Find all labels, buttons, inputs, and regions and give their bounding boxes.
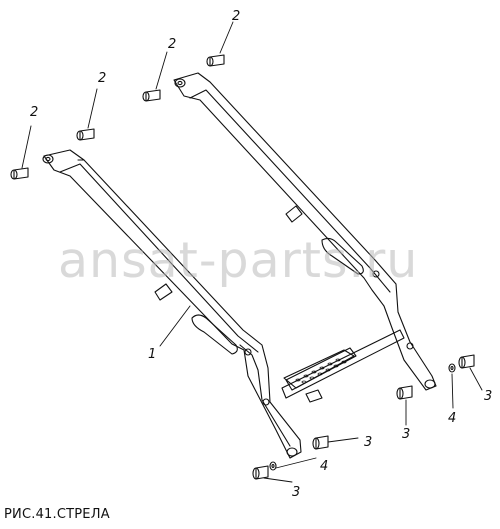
bushing-2-left-a (10, 167, 29, 180)
leader-lines (21, 21, 483, 483)
callout-2-right-b: 2 (232, 9, 240, 24)
callout-4-left-bottom: 4 (320, 459, 328, 474)
step-plate (283, 349, 355, 389)
site-watermark: ansat-parts.ru (58, 232, 419, 289)
bushing-3-left-bottom (252, 465, 269, 480)
callout-4-right: 4 (448, 411, 456, 426)
callout-3-right-front: 3 (402, 427, 410, 442)
right-boom-arm (173, 72, 437, 391)
cross-member (281, 329, 405, 403)
callout-2-right-a: 2 (168, 37, 176, 52)
bushing-3-right-end (458, 354, 475, 369)
callout-3-left-bottom: 3 (292, 485, 300, 500)
callout-3-center-bottom: 3 (364, 435, 372, 450)
callout-2-left-b: 2 (98, 71, 106, 86)
callout-3-right-end: 3 (484, 389, 492, 404)
washer-4-left-bottom (269, 461, 277, 471)
callout-1-boom: 1 (148, 347, 156, 362)
left-boom-arm (42, 149, 302, 459)
bushing-3-right-front (396, 385, 413, 400)
bushing-2-right-b (206, 54, 225, 67)
bushing-2-left-b (76, 128, 95, 141)
bushing-2-right-a (142, 89, 161, 102)
washer-4-right (448, 363, 456, 373)
bushing-3-center-bottom (312, 435, 329, 450)
figure-caption: РИС.41.СТРЕЛА (4, 507, 110, 522)
callout-2-left-a: 2 (30, 105, 38, 120)
callout-labels: 2 2 2 2 1 3 3 4 3 4 3 (30, 9, 492, 500)
